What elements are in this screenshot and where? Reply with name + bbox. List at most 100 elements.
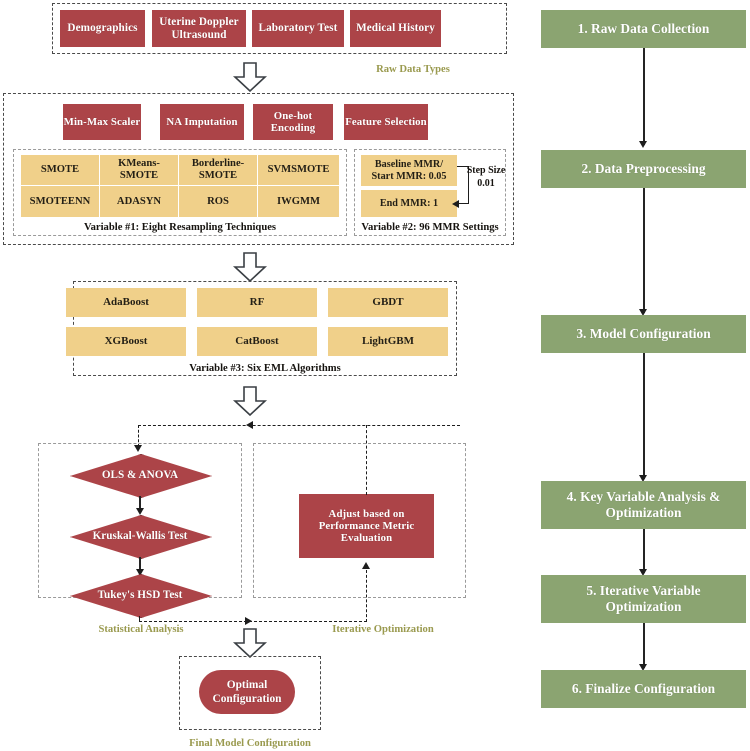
- test-node-kruskal-wallis[interactable]: Kruskal-Wallis Test: [70, 515, 212, 559]
- preprocessing-step-label: One-hot Encoding: [270, 109, 316, 134]
- resampling-label: ADASYN: [116, 195, 162, 207]
- preprocessing-step-label: NA Imputation: [166, 115, 238, 128]
- stage-label: 2. Data Preprocessing: [581, 160, 706, 176]
- final-config-group: [179, 656, 321, 730]
- raw-data-box-medical-history[interactable]: Medical History: [350, 10, 441, 47]
- resampling-cell-svmsmote[interactable]: SVMSMOTE: [258, 155, 339, 186]
- raw-data-box-demographics[interactable]: Demographics: [60, 10, 145, 47]
- algorithm-box-lightgbm[interactable]: LightGBM: [328, 327, 448, 356]
- algorithm-box-xgboost[interactable]: XGBoost: [66, 327, 186, 356]
- iterative-optimization-caption: Iterative Optimization: [332, 624, 434, 635]
- algorithm-label: XGBoost: [104, 335, 148, 348]
- preprocessing-step-one-hot-encoding[interactable]: One-hot Encoding: [253, 104, 333, 140]
- feedback-entry-arrowhead: [133, 445, 142, 452]
- feedback-top-line: [138, 425, 460, 426]
- preprocessing-step-min-max-scaler[interactable]: Min-Max Scaler: [63, 104, 141, 140]
- mmr-start-box[interactable]: Baseline MMR/ Start MMR: 0.05: [361, 155, 457, 186]
- block-arrow-down-2: [232, 252, 268, 282]
- stage-connector-3-4-arrowhead: [639, 475, 648, 482]
- feedback-entry-line: [138, 425, 139, 447]
- resampling-cell-iwgmm[interactable]: IWGMM: [258, 186, 339, 217]
- block-arrow-down-1: [232, 62, 268, 92]
- tukey-down-line: [139, 616, 140, 622]
- stage-connector-1-2: [643, 48, 645, 145]
- resampling-label: SMOTEENN: [29, 195, 91, 207]
- variable-1-group: [13, 149, 347, 236]
- stage-connector-2-3-arrowhead: [639, 309, 648, 316]
- test-node-ols-anova[interactable]: OLS & ANOVA: [70, 454, 212, 498]
- resampling-cell-adasyn[interactable]: ADASYN: [100, 186, 179, 217]
- step-size-bracket: [457, 166, 469, 204]
- adjust-label: Adjust based on Performance Metric Evalu…: [318, 507, 415, 545]
- iterative-optimization-group: [253, 443, 466, 598]
- resampling-cell-kmeans-smote[interactable]: KMeans-SMOTE: [100, 155, 179, 186]
- stage-box-3-model-configuration[interactable]: 3. Model Configuration: [541, 315, 746, 353]
- preprocessing-step-label: Feature Selection: [345, 115, 427, 128]
- stage-label: 1. Raw Data Collection: [577, 20, 710, 36]
- stage-label: 5. Iterative Variable Optimization: [586, 582, 701, 614]
- stat-connector-2-arrowhead: [135, 569, 144, 576]
- stage-connector-5-6: [643, 623, 645, 668]
- variable-2-caption: Variable #2: 96 MMR Settings: [361, 222, 499, 233]
- raw-data-label: Uterine Doppler Ultrasound: [159, 15, 239, 41]
- statistical-analysis-caption: Statistical Analysis: [98, 624, 184, 635]
- resampling-cell-ros[interactable]: ROS: [179, 186, 258, 217]
- algorithm-box-rf[interactable]: RF: [197, 288, 317, 317]
- stat-connector-1-arrowhead: [135, 508, 144, 515]
- resampling-label: SVMSMOTE: [267, 164, 330, 176]
- step-size-arrowhead: [452, 199, 459, 208]
- block-arrow-down-4: [232, 628, 268, 658]
- variable-2-group: [354, 149, 506, 236]
- bottom-to-adjust-arrowhead: [362, 562, 370, 569]
- adjust-box[interactable]: Adjust based on Performance Metric Evalu…: [299, 494, 434, 558]
- final-config-caption: Final Model Configuration: [189, 738, 311, 749]
- raw-data-group: [52, 3, 507, 54]
- stage-connector-4-5-arrowhead: [639, 569, 648, 576]
- preprocessing-step-label: Min-Max Scaler: [63, 115, 141, 128]
- test-label: OLS & ANOVA: [101, 469, 179, 481]
- stage-box-5-iterative-variable-optimization[interactable]: 5. Iterative Variable Optimization: [541, 575, 746, 623]
- optimal-configuration-node[interactable]: Optimal Configuration: [199, 670, 295, 714]
- resampling-label: Borderline-SMOTE: [191, 158, 245, 181]
- resampling-label: KMeans-SMOTE: [118, 158, 160, 181]
- algorithm-box-catboost[interactable]: CatBoost: [197, 327, 317, 356]
- algorithm-label: GBDT: [372, 296, 404, 309]
- resampling-label: ROS: [207, 195, 229, 207]
- raw-data-label: Demographics: [67, 22, 138, 35]
- algorithm-label: AdaBoost: [103, 296, 149, 309]
- stage-box-4-key-variable-analysis[interactable]: 4. Key Variable Analysis & Optimization: [541, 481, 746, 529]
- stat-connector-2: [139, 557, 141, 573]
- algorithm-label: CatBoost: [235, 335, 279, 348]
- adjust-to-feedback-line: [366, 425, 367, 495]
- bottom-return-line: [139, 621, 367, 622]
- resampling-label: SMOTE: [40, 164, 80, 176]
- resampling-cell-smote[interactable]: SMOTE: [21, 155, 100, 186]
- preprocessing-step-na-imputation[interactable]: NA Imputation: [160, 104, 244, 140]
- mmr-end-box[interactable]: End MMR: 1: [361, 190, 457, 217]
- test-node-tukey-hsd[interactable]: Tukey's HSD Test: [70, 574, 212, 618]
- test-label: Tukey's HSD Test: [97, 589, 183, 601]
- algorithm-box-gbdt[interactable]: GBDT: [328, 288, 448, 317]
- stat-connector-1: [139, 496, 141, 512]
- raw-data-caption: Raw Data Types: [376, 64, 450, 75]
- stage-box-6-finalize-configuration[interactable]: 6. Finalize Configuration: [541, 670, 746, 708]
- algorithm-box-adaboost[interactable]: AdaBoost: [66, 288, 186, 317]
- stage-box-2-data-preprocessing[interactable]: 2. Data Preprocessing: [541, 150, 746, 188]
- optimal-configuration-label: Optimal Configuration: [212, 678, 282, 705]
- feedback-top-arrowhead: [246, 421, 253, 429]
- preprocessing-step-feature-selection[interactable]: Feature Selection: [344, 104, 428, 140]
- resampling-cell-smoteenn[interactable]: SMOTEENN: [21, 186, 100, 217]
- mmr-start-label: Baseline MMR/ Start MMR: 0.05: [371, 159, 447, 182]
- stage-box-1-raw-data-collection[interactable]: 1. Raw Data Collection: [541, 10, 746, 48]
- bottom-return-arrowhead: [245, 617, 252, 625]
- raw-data-box-laboratory-test[interactable]: Laboratory Test: [252, 10, 344, 47]
- algorithm-label: RF: [249, 296, 265, 309]
- bottom-to-adjust-line: [366, 570, 367, 622]
- stage-connector-4-5: [643, 529, 645, 573]
- stage-label: 6. Finalize Configuration: [571, 680, 716, 696]
- raw-data-box-uterine-doppler-ultrasound[interactable]: Uterine Doppler Ultrasound: [152, 10, 246, 47]
- variable-1-caption: Variable #1: Eight Resampling Techniques: [83, 222, 277, 233]
- resampling-cell-borderline-smote[interactable]: Borderline-SMOTE: [179, 155, 258, 186]
- raw-data-label: Medical History: [356, 22, 435, 35]
